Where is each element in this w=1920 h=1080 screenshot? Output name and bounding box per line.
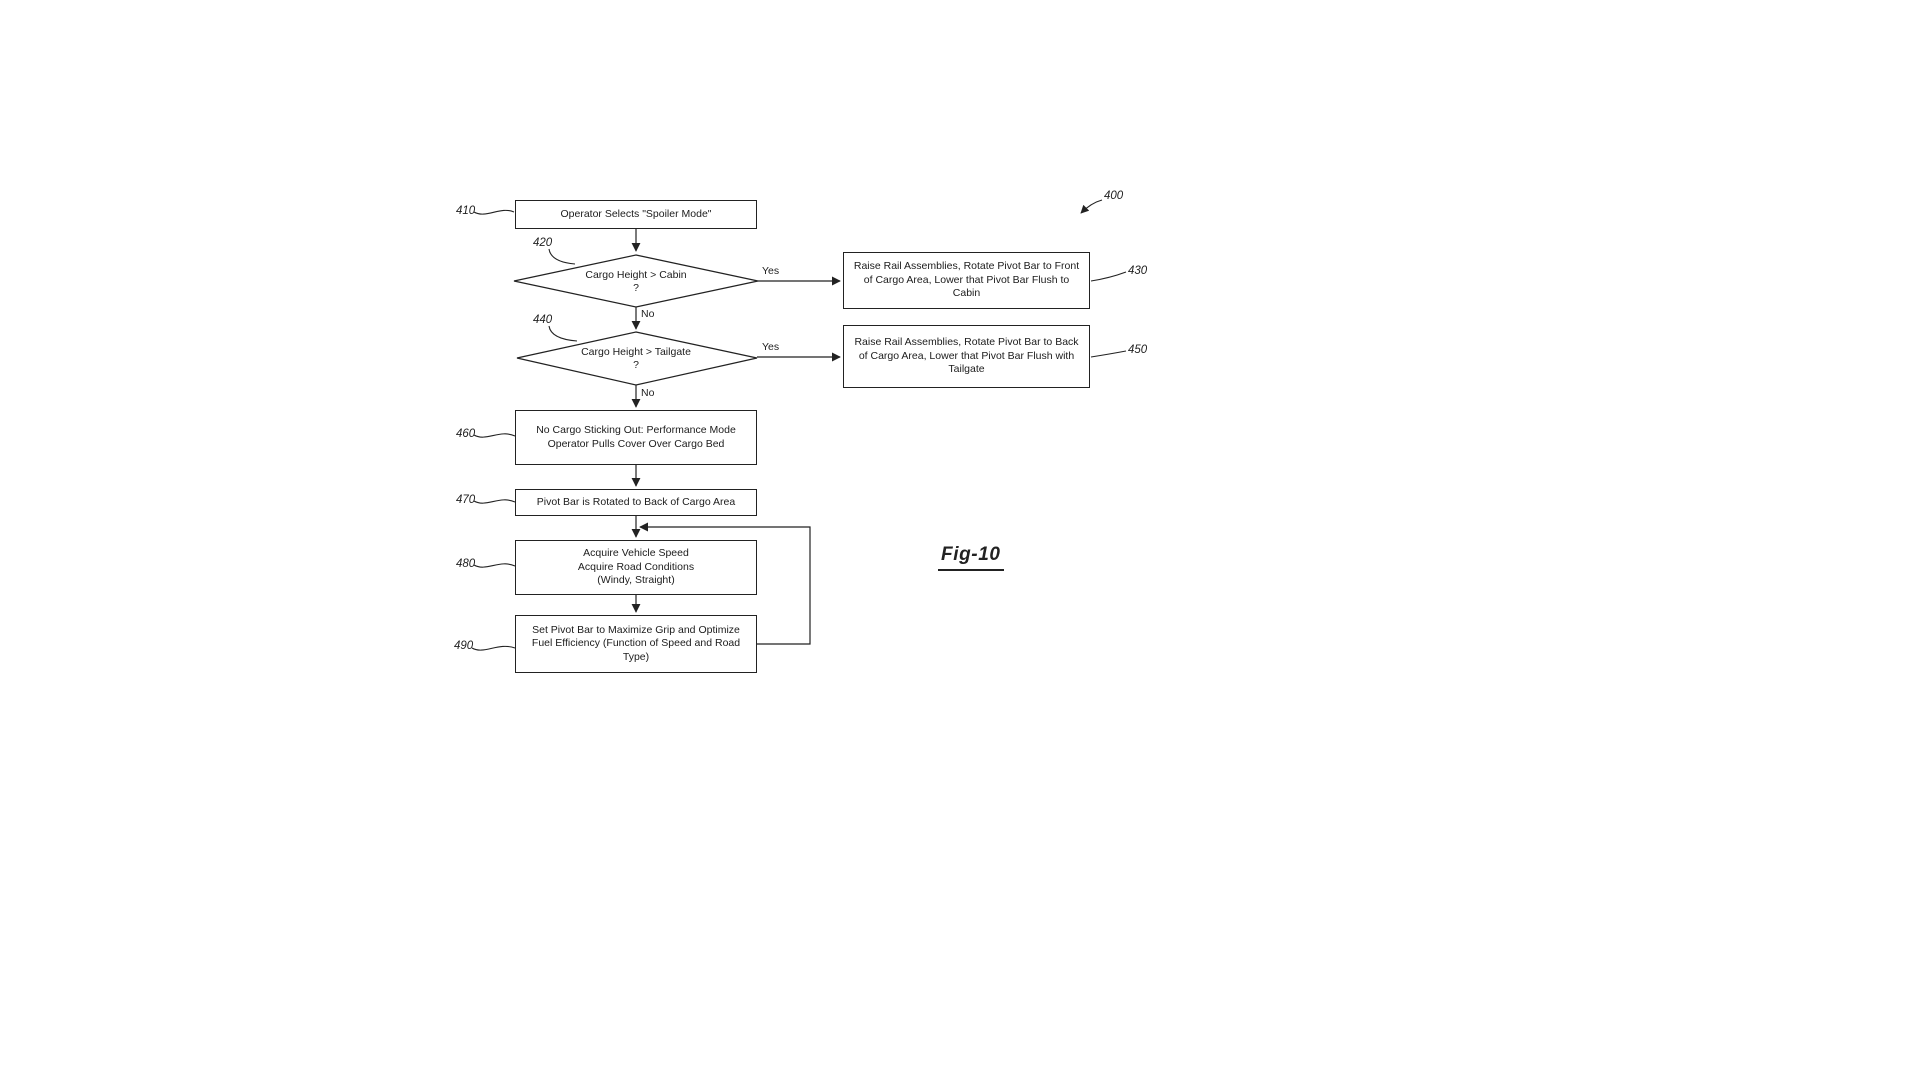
flow-box-set-pivot-text: Set Pivot Bar to Maximize Grip and Optim… bbox=[531, 623, 741, 663]
decision-tailgate-question-mark: ? bbox=[633, 358, 639, 371]
flow-box-raise-back-text: Raise Rail Assemblies, Rotate Pivot Bar … bbox=[854, 336, 1079, 376]
ref-connector-490 bbox=[471, 645, 516, 651]
flow-box-raise-front-text: Raise Rail Assemblies, Rotate Pivot Bar … bbox=[853, 260, 1080, 300]
flow-box-raise-front: Raise Rail Assemblies, Rotate Pivot Bar … bbox=[843, 252, 1090, 309]
flow-box-performance-mode: No Cargo Sticking Out: Performance Mode … bbox=[515, 410, 757, 465]
ref-connector-450 bbox=[1090, 350, 1127, 358]
edge-label-tailgate-no: No bbox=[641, 387, 655, 399]
edge-label-tailgate-yes: Yes bbox=[762, 341, 780, 353]
decision-tailgate-text: Cargo Height > Tailgate ? bbox=[546, 346, 726, 371]
flow-box-pivot-rotated: Pivot Bar is Rotated to Back of Cargo Ar… bbox=[515, 489, 757, 516]
flow-box-acquire-line2: Acquire Road Conditions bbox=[577, 560, 695, 573]
decision-cabin-question-mark: ? bbox=[633, 281, 639, 294]
ref-430: 430 bbox=[1128, 265, 1148, 277]
flow-box-acquire: Acquire Vehicle Speed Acquire Road Condi… bbox=[515, 540, 757, 595]
edge-label-cabin-no: No bbox=[641, 308, 655, 320]
ref-450: 450 bbox=[1128, 344, 1148, 356]
ref-490: 490 bbox=[454, 640, 474, 652]
ref-470: 470 bbox=[456, 494, 476, 506]
flow-box-pivot-rotated-text: Pivot Bar is Rotated to Back of Cargo Ar… bbox=[536, 495, 736, 508]
ref-410: 410 bbox=[456, 205, 476, 217]
decision-cabin-line1: Cargo Height > Cabin bbox=[585, 269, 687, 281]
edge-label-cabin-yes: Yes bbox=[762, 265, 780, 277]
flow-box-operator-selects-text: Operator Selects "Spoiler Mode" bbox=[560, 207, 712, 220]
ref-connector-440 bbox=[548, 325, 578, 342]
ref-400: 400 bbox=[1104, 190, 1124, 202]
ref-arrow-400 bbox=[1080, 199, 1103, 214]
flow-box-acquire-line3: (Windy, Straight) bbox=[597, 574, 675, 587]
ref-connector-460 bbox=[473, 433, 516, 438]
flow-box-set-pivot: Set Pivot Bar to Maximize Grip and Optim… bbox=[515, 615, 757, 673]
ref-420: 420 bbox=[533, 237, 553, 249]
ref-480: 480 bbox=[456, 558, 476, 570]
decision-tailgate-line1: Cargo Height > Tailgate bbox=[581, 346, 691, 358]
ref-440: 440 bbox=[533, 314, 553, 326]
ref-connector-430 bbox=[1090, 271, 1127, 282]
decision-diamond-440 bbox=[516, 331, 758, 386]
ref-connector-410 bbox=[473, 209, 515, 215]
decision-diamond-420 bbox=[513, 254, 759, 308]
ref-460: 460 bbox=[456, 428, 476, 440]
flow-box-acquire-line1: Acquire Vehicle Speed bbox=[583, 547, 689, 560]
flow-box-raise-back: Raise Rail Assemblies, Rotate Pivot Bar … bbox=[843, 325, 1090, 388]
ref-connector-470 bbox=[473, 499, 516, 504]
figure-caption: Fig-10 bbox=[938, 544, 1004, 571]
flow-box-performance-mode-text: No Cargo Sticking Out: Performance Mode … bbox=[536, 423, 736, 450]
ref-connector-480 bbox=[473, 563, 516, 568]
flow-box-operator-selects: Operator Selects "Spoiler Mode" bbox=[515, 200, 757, 229]
decision-cabin-text: Cargo Height > Cabin ? bbox=[546, 269, 726, 294]
feedback-loop-490-to-480 bbox=[639, 522, 811, 645]
ref-connector-420 bbox=[548, 248, 576, 265]
